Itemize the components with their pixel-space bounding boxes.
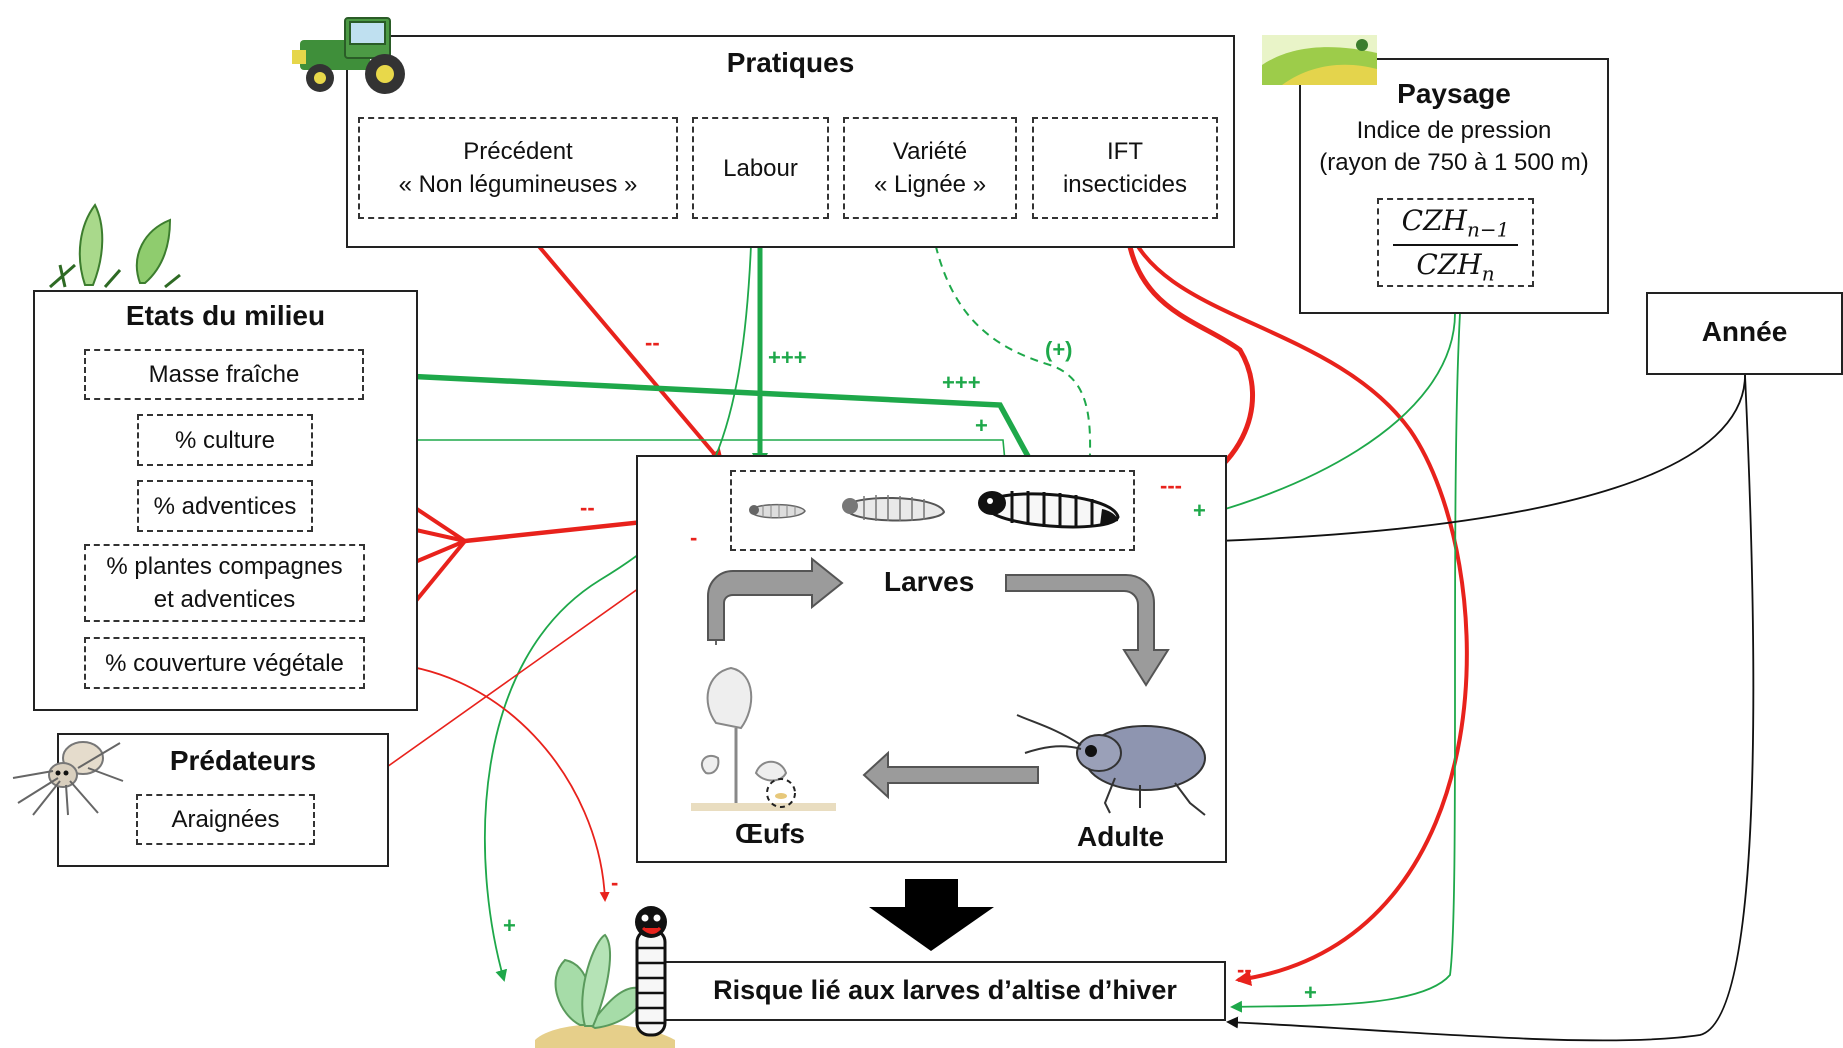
cycle-arrow-larves-adulte xyxy=(1005,574,1170,687)
milieu-couverture-vegetale: % couverture végétale xyxy=(84,637,365,689)
sign-couverture-risque: - xyxy=(611,870,619,895)
sign-labour-risque: + xyxy=(503,913,516,938)
arrow-labour-risque xyxy=(484,217,753,982)
sign-araignees: - xyxy=(690,525,698,550)
tractor-icon xyxy=(292,17,405,94)
pratique-variete: Variété « Lignée » xyxy=(843,117,1017,219)
predateurs-title: Prédateurs xyxy=(169,745,317,776)
sign-ift: --- xyxy=(1160,473,1182,498)
milieu-culture: % culture xyxy=(137,414,313,466)
cycle-arrows xyxy=(707,556,1170,800)
pratique-precedent: Précédent « Non légumineuses » xyxy=(358,117,678,219)
big-down-arrow xyxy=(869,879,994,951)
ratio-numerator: CZHn−1 xyxy=(1401,204,1510,242)
adult-beetle-icon xyxy=(1016,714,1206,816)
stage-oeufs: Œufs xyxy=(735,818,805,849)
paysage-radius: (rayon de 750 à 1 500 m) xyxy=(1319,149,1589,176)
sign-variete: (+) xyxy=(1045,337,1073,362)
larva-large-icon xyxy=(978,491,1120,529)
pratique-labour: Labour xyxy=(692,117,829,219)
risque-title: Risque lié aux larves d’altise d’hiver xyxy=(713,975,1177,1005)
larva-small-icon xyxy=(749,503,806,519)
predateurs-araignees: Araignées xyxy=(136,794,315,845)
pratiques-title: Pratiques xyxy=(726,47,855,78)
arrow-precedent-larves xyxy=(513,216,724,466)
sign-precedent: -- xyxy=(645,330,660,355)
stage-adulte: Adulte xyxy=(1077,821,1165,852)
sign-culture: + xyxy=(975,413,988,438)
spider-icon xyxy=(12,741,124,816)
stage-larves: Larves xyxy=(884,566,975,597)
sign-milieu: -- xyxy=(580,495,595,520)
ratio-bar xyxy=(1393,244,1518,246)
arrow-paysage-risque xyxy=(1230,312,1461,1013)
landscape-icon xyxy=(1262,35,1377,85)
risque-box: Risque lié aux larves d’altise d’hiver xyxy=(664,961,1226,1021)
arrow-annee-risque xyxy=(1226,374,1755,1042)
paysage-title: Paysage xyxy=(1397,78,1511,109)
milieu-plantes-compagnes: % plantes compagnes et adventices xyxy=(84,544,365,622)
pratique-ift: IFT insecticides xyxy=(1032,117,1218,219)
paysage-subtitle: Indice de pression xyxy=(1356,117,1552,144)
sign-ift-risque: -- xyxy=(1237,957,1252,982)
paysage-ratio-box: CZHn−1 CZHn xyxy=(1377,198,1534,287)
ratio-denominator: CZHn xyxy=(1416,248,1495,286)
seedling-egg-icon xyxy=(691,666,836,811)
annee-box: Année xyxy=(1646,292,1843,375)
sign-paysage-risque: + xyxy=(1304,980,1317,1005)
arrow-annee-larves xyxy=(1138,374,1746,549)
annee-title: Année xyxy=(1701,316,1788,347)
sign-paysage-larves: + xyxy=(1193,498,1206,523)
sign-labour: +++ xyxy=(768,345,807,370)
milieu-masse-fraiche: Masse fraîche xyxy=(84,349,364,400)
larva-medium-icon xyxy=(842,495,946,522)
arrow-variete-larves xyxy=(929,217,1095,495)
cycle-arrow-adulte-oeufs xyxy=(862,750,1039,800)
weeds-icon xyxy=(49,203,181,289)
sign-masse: +++ xyxy=(942,370,981,395)
milieu-title: Etats du milieu xyxy=(125,300,326,331)
milieu-adventices: % adventices xyxy=(137,480,313,532)
plant-larva-icon xyxy=(535,906,675,1048)
arrow-ift-risque xyxy=(1124,217,1469,987)
